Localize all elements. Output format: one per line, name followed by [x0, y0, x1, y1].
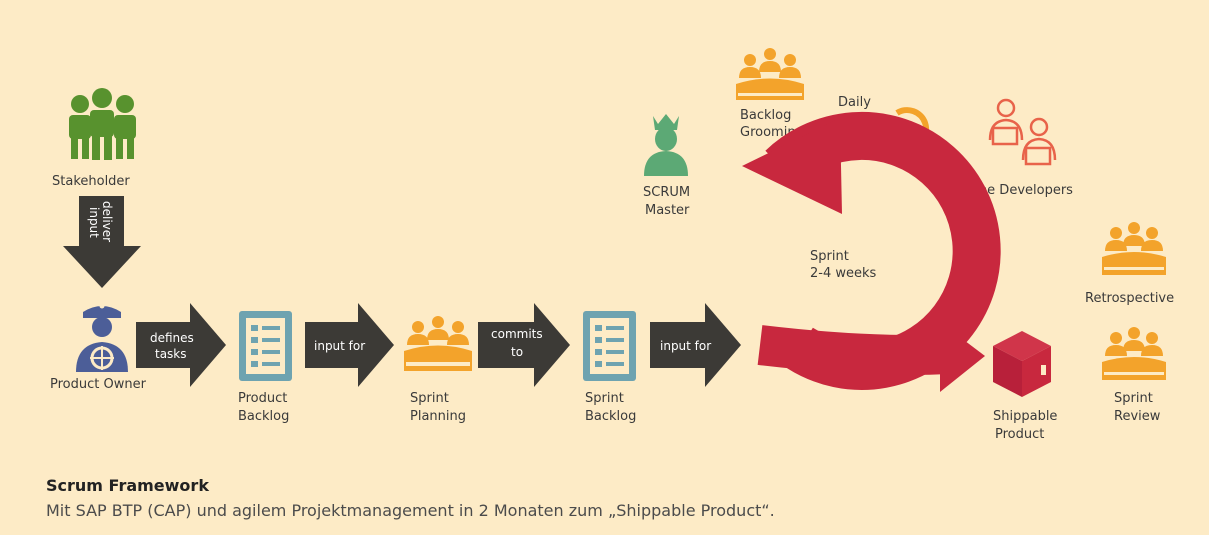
product-backlog-label-1: Product: [238, 391, 287, 406]
sprint-planning-icon: [404, 316, 472, 371]
scrum-master-label-1: SCRUM: [643, 185, 690, 200]
product-backlog-icon: [239, 311, 292, 381]
caption: Scrum Framework Mit SAP BTP (CAP) und ag…: [46, 476, 1166, 520]
defines-tasks-label-1: defines: [150, 331, 194, 345]
input-for-label-1: input for: [314, 339, 365, 353]
box-icon: [993, 331, 1051, 397]
retrospective-label: Retrospective: [1085, 291, 1174, 306]
daily-scrum-label-1: Daily: [838, 95, 871, 110]
product-owner-icon: [76, 303, 128, 372]
diagram-panel: [0, 0, 1209, 535]
input-for-label-2: input for: [660, 339, 711, 353]
sprint-backlog-label-2: Backlog: [585, 409, 636, 424]
scrum-diagram: Stakeholder deliver input Product Owner …: [50, 48, 1174, 442]
sprint-planning-label-2: Planning: [410, 409, 466, 424]
backlog-grooming-label-1: Backlog: [740, 108, 791, 123]
sprint-backlog-icon: [583, 311, 636, 381]
scrum-master-icon: [644, 114, 688, 176]
backlog-grooming-icon: [736, 48, 804, 100]
deliver-input-label-2: input: [87, 207, 101, 238]
commits-to-label-2: to: [511, 345, 523, 359]
deliver-input-label-1: deliver: [100, 201, 114, 242]
sprint-review-label-2: Review: [1114, 409, 1161, 424]
caption-text: Mit SAP BTP (CAP) und agilem Projektmana…: [46, 501, 775, 520]
sprint-backlog-label-1: Sprint: [585, 391, 624, 406]
commits-to-label-1: commits: [491, 327, 543, 341]
stakeholder-label: Stakeholder: [52, 174, 130, 189]
sprint-review-label-1: Sprint: [1114, 391, 1153, 406]
shippable-product-label-2: Product: [995, 427, 1044, 442]
sprint-label-1: Sprint: [810, 249, 849, 264]
scrum-master-label-2: Master: [645, 203, 690, 218]
developers-label: The Developers: [970, 183, 1073, 198]
sprint-cycle-arrow: [742, 111, 1001, 392]
sprint-review-icon: [1102, 327, 1166, 380]
sprint-label-2: 2-4 weeks: [810, 266, 877, 281]
product-owner-label: Product Owner: [50, 377, 147, 392]
developers-icon: [988, 98, 1057, 166]
commits-to-arrow: commits to: [478, 303, 570, 387]
stakeholder-icon: [69, 88, 136, 160]
deliver-input-arrow: deliver input: [63, 196, 141, 288]
shippable-product-label-1: Shippable: [993, 409, 1057, 424]
sprint-planning-label-1: Sprint: [410, 391, 449, 406]
defines-tasks-arrow: defines tasks: [136, 303, 226, 387]
caption-title: Scrum Framework: [46, 476, 209, 495]
defines-tasks-label-2: tasks: [155, 347, 187, 361]
input-for-arrow-2: input for: [650, 303, 741, 387]
product-backlog-label-2: Backlog: [238, 409, 289, 424]
retrospective-icon: [1102, 222, 1166, 275]
input-for-arrow-1: input for: [305, 303, 394, 387]
